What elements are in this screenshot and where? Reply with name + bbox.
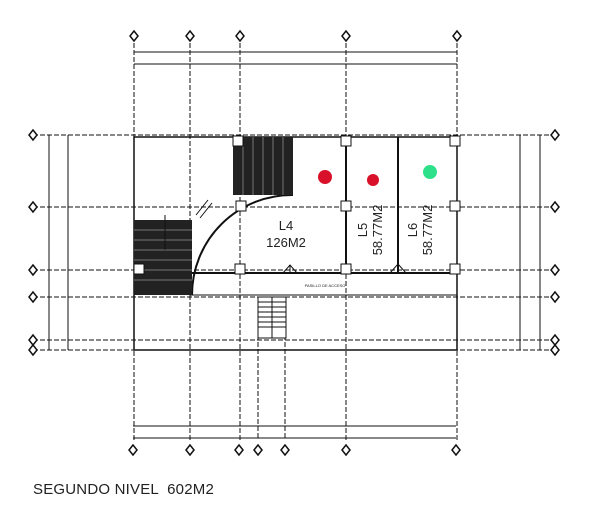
- stair-upper: [233, 137, 293, 195]
- unit-l4-id: L4: [279, 218, 293, 233]
- marker-l4: [318, 170, 332, 184]
- axis-markers: [28, 29, 560, 457]
- side-dimensions: [48, 135, 541, 350]
- stair-left: [134, 215, 192, 295]
- unit-l5-area: 58.77M2: [370, 205, 385, 256]
- doors: [195, 199, 407, 274]
- unit-l6-area: 58.77M2: [420, 205, 435, 256]
- marker-l5: [367, 174, 379, 186]
- columns: [133, 135, 461, 275]
- marker-l6: [423, 165, 437, 179]
- unit-l6-id: L6: [405, 223, 420, 237]
- bottom-dimensions: [133, 425, 456, 439]
- unit-l5-id: L5: [355, 223, 370, 237]
- unit-l4-area: 126M2: [266, 235, 306, 250]
- corridor-label: PASILLO DE ACCESO: [305, 283, 346, 288]
- stair-small: [257, 296, 287, 339]
- plan-title: SEGUNDO NIVEL 602M2: [33, 481, 215, 498]
- top-dimensions: [134, 51, 457, 65]
